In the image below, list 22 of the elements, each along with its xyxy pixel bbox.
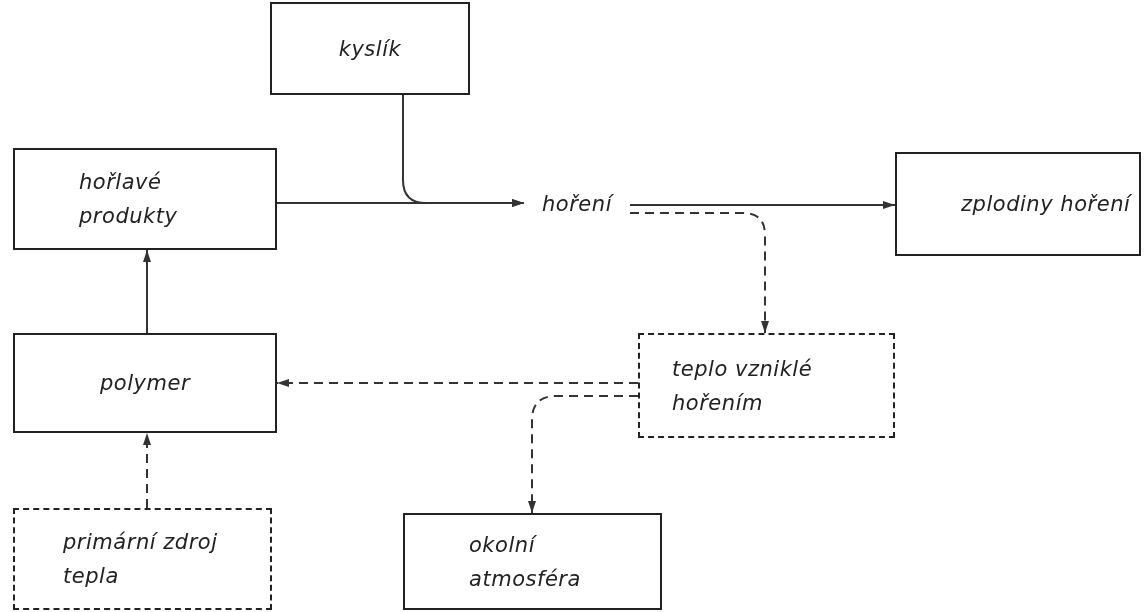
process-box xyxy=(895,152,1141,256)
process-box xyxy=(13,148,277,250)
arrow xyxy=(143,432,151,509)
arrow xyxy=(629,212,769,334)
arrow xyxy=(629,201,896,209)
process-box xyxy=(638,333,895,438)
arrow xyxy=(143,249,151,334)
box-label: zplodiny hoření xyxy=(961,191,1131,218)
box-label: kyslík xyxy=(338,35,402,63)
box-label: okolní atmosféra xyxy=(469,531,582,593)
process-box xyxy=(270,2,470,95)
arrow xyxy=(276,379,639,387)
arrow xyxy=(528,395,639,514)
box-label: polymer xyxy=(99,370,191,397)
box-label: primární zdroj tepla xyxy=(63,529,219,590)
process-box xyxy=(13,508,272,610)
box-label: hořlavé produkty xyxy=(79,169,179,230)
arrow xyxy=(276,199,525,207)
box-label: teplo vzniklé hořením xyxy=(672,355,814,417)
box-label: hoření xyxy=(542,191,612,218)
process-box xyxy=(403,513,662,610)
process-box xyxy=(13,333,277,433)
